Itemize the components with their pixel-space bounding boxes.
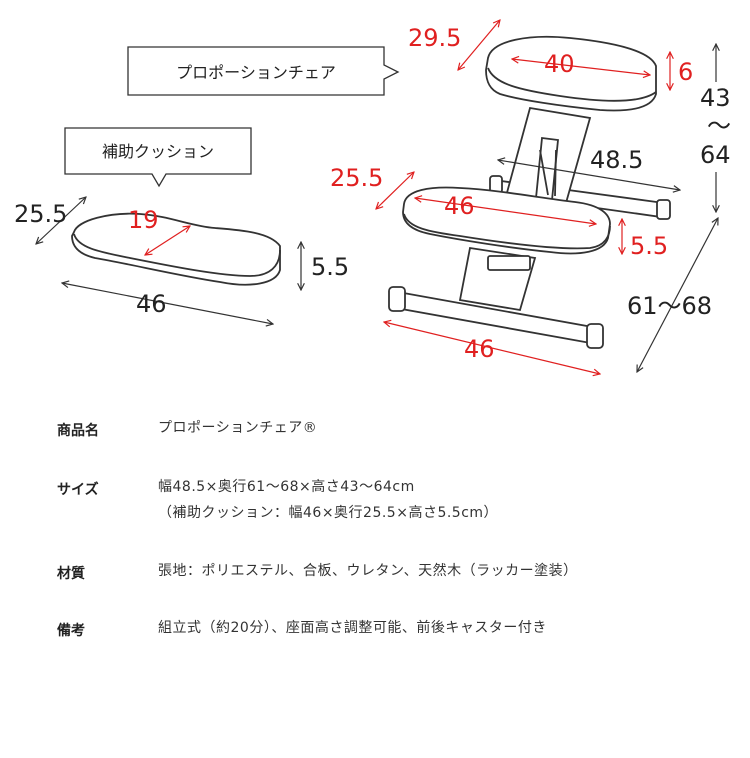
cushion-inner-label: 19 [128,206,159,234]
knee-width-label: 46 [444,192,475,220]
product-dimension-diagram: プロポーションチェア 補助クッション 25.5 19 5.5 46 [14,0,731,390]
seat-depth-label: 29.5 [408,24,461,52]
spec-label: 備考 [57,623,85,639]
height-max-label: 64 [700,141,731,169]
spec-value-line: 張地：ポリエステル、合板、ウレタン、天然木（ラッカー塗装） [158,563,578,579]
spec-label: サイズ [57,482,99,498]
length-range-label: 61～68 [627,292,712,320]
cushion-inner-arrow [145,226,190,255]
cushion-name-callout: 補助クッション [64,127,252,188]
knee-depth-arrow [376,172,414,209]
spec-label: 商品名 [57,423,99,439]
chair-name-callout: プロポーションチェア [127,46,400,96]
seat-width-label: 40 [544,50,575,78]
cushion-drawing [71,212,281,286]
length-range-arrow [637,218,718,372]
spec-value-line: 幅48.5×奥行61～68×高さ43～64cm [158,479,415,495]
seat-depth-arrow [458,20,500,70]
cushion-width-arrow [62,283,273,324]
spec-value-line: （補助クッション：幅46×奥行25.5×高さ5.5cm） [158,505,499,521]
overall-depth-arrow [498,160,680,190]
seat-thickness-label: 6 [678,58,693,86]
spec-value: プロポーションチェア® [158,415,317,441]
spec-value: 幅48.5×奥行61～68×高さ43～64cm （補助クッション：幅46×奥行2… [158,474,498,526]
height-tilde-label: ～ [707,112,731,140]
spec-value-line: 組立式（約20分）、座面高さ調整可能、前後キャスター付き [158,620,547,636]
base-width-label: 46 [464,335,495,363]
chair-callout-text: プロポーションチェア [176,63,336,82]
spec-value: 組立式（約20分）、座面高さ調整可能、前後キャスター付き [158,615,547,641]
spec-label: 材質 [57,566,85,582]
cushion-depth-arrow [36,197,86,244]
cushion-callout-text: 補助クッション [102,142,214,161]
knee-thickness-label: 5.5 [630,232,668,260]
cushion-depth-label: 25.5 [14,200,67,228]
base-width-arrow [384,322,600,374]
overall-depth-label: 48.5 [590,146,643,174]
cushion-width-label: 46 [136,290,167,318]
cushion-height-label: 5.5 [311,253,349,281]
spec-value-line: プロポーションチェア® [158,420,318,436]
height-min-label: 43 [700,84,731,112]
spec-value: 張地：ポリエステル、合板、ウレタン、天然木（ラッカー塗装） [158,558,578,584]
knee-width-arrow [415,198,596,224]
knee-depth-label: 25.5 [330,164,383,192]
seat-width-arrow [512,59,650,75]
